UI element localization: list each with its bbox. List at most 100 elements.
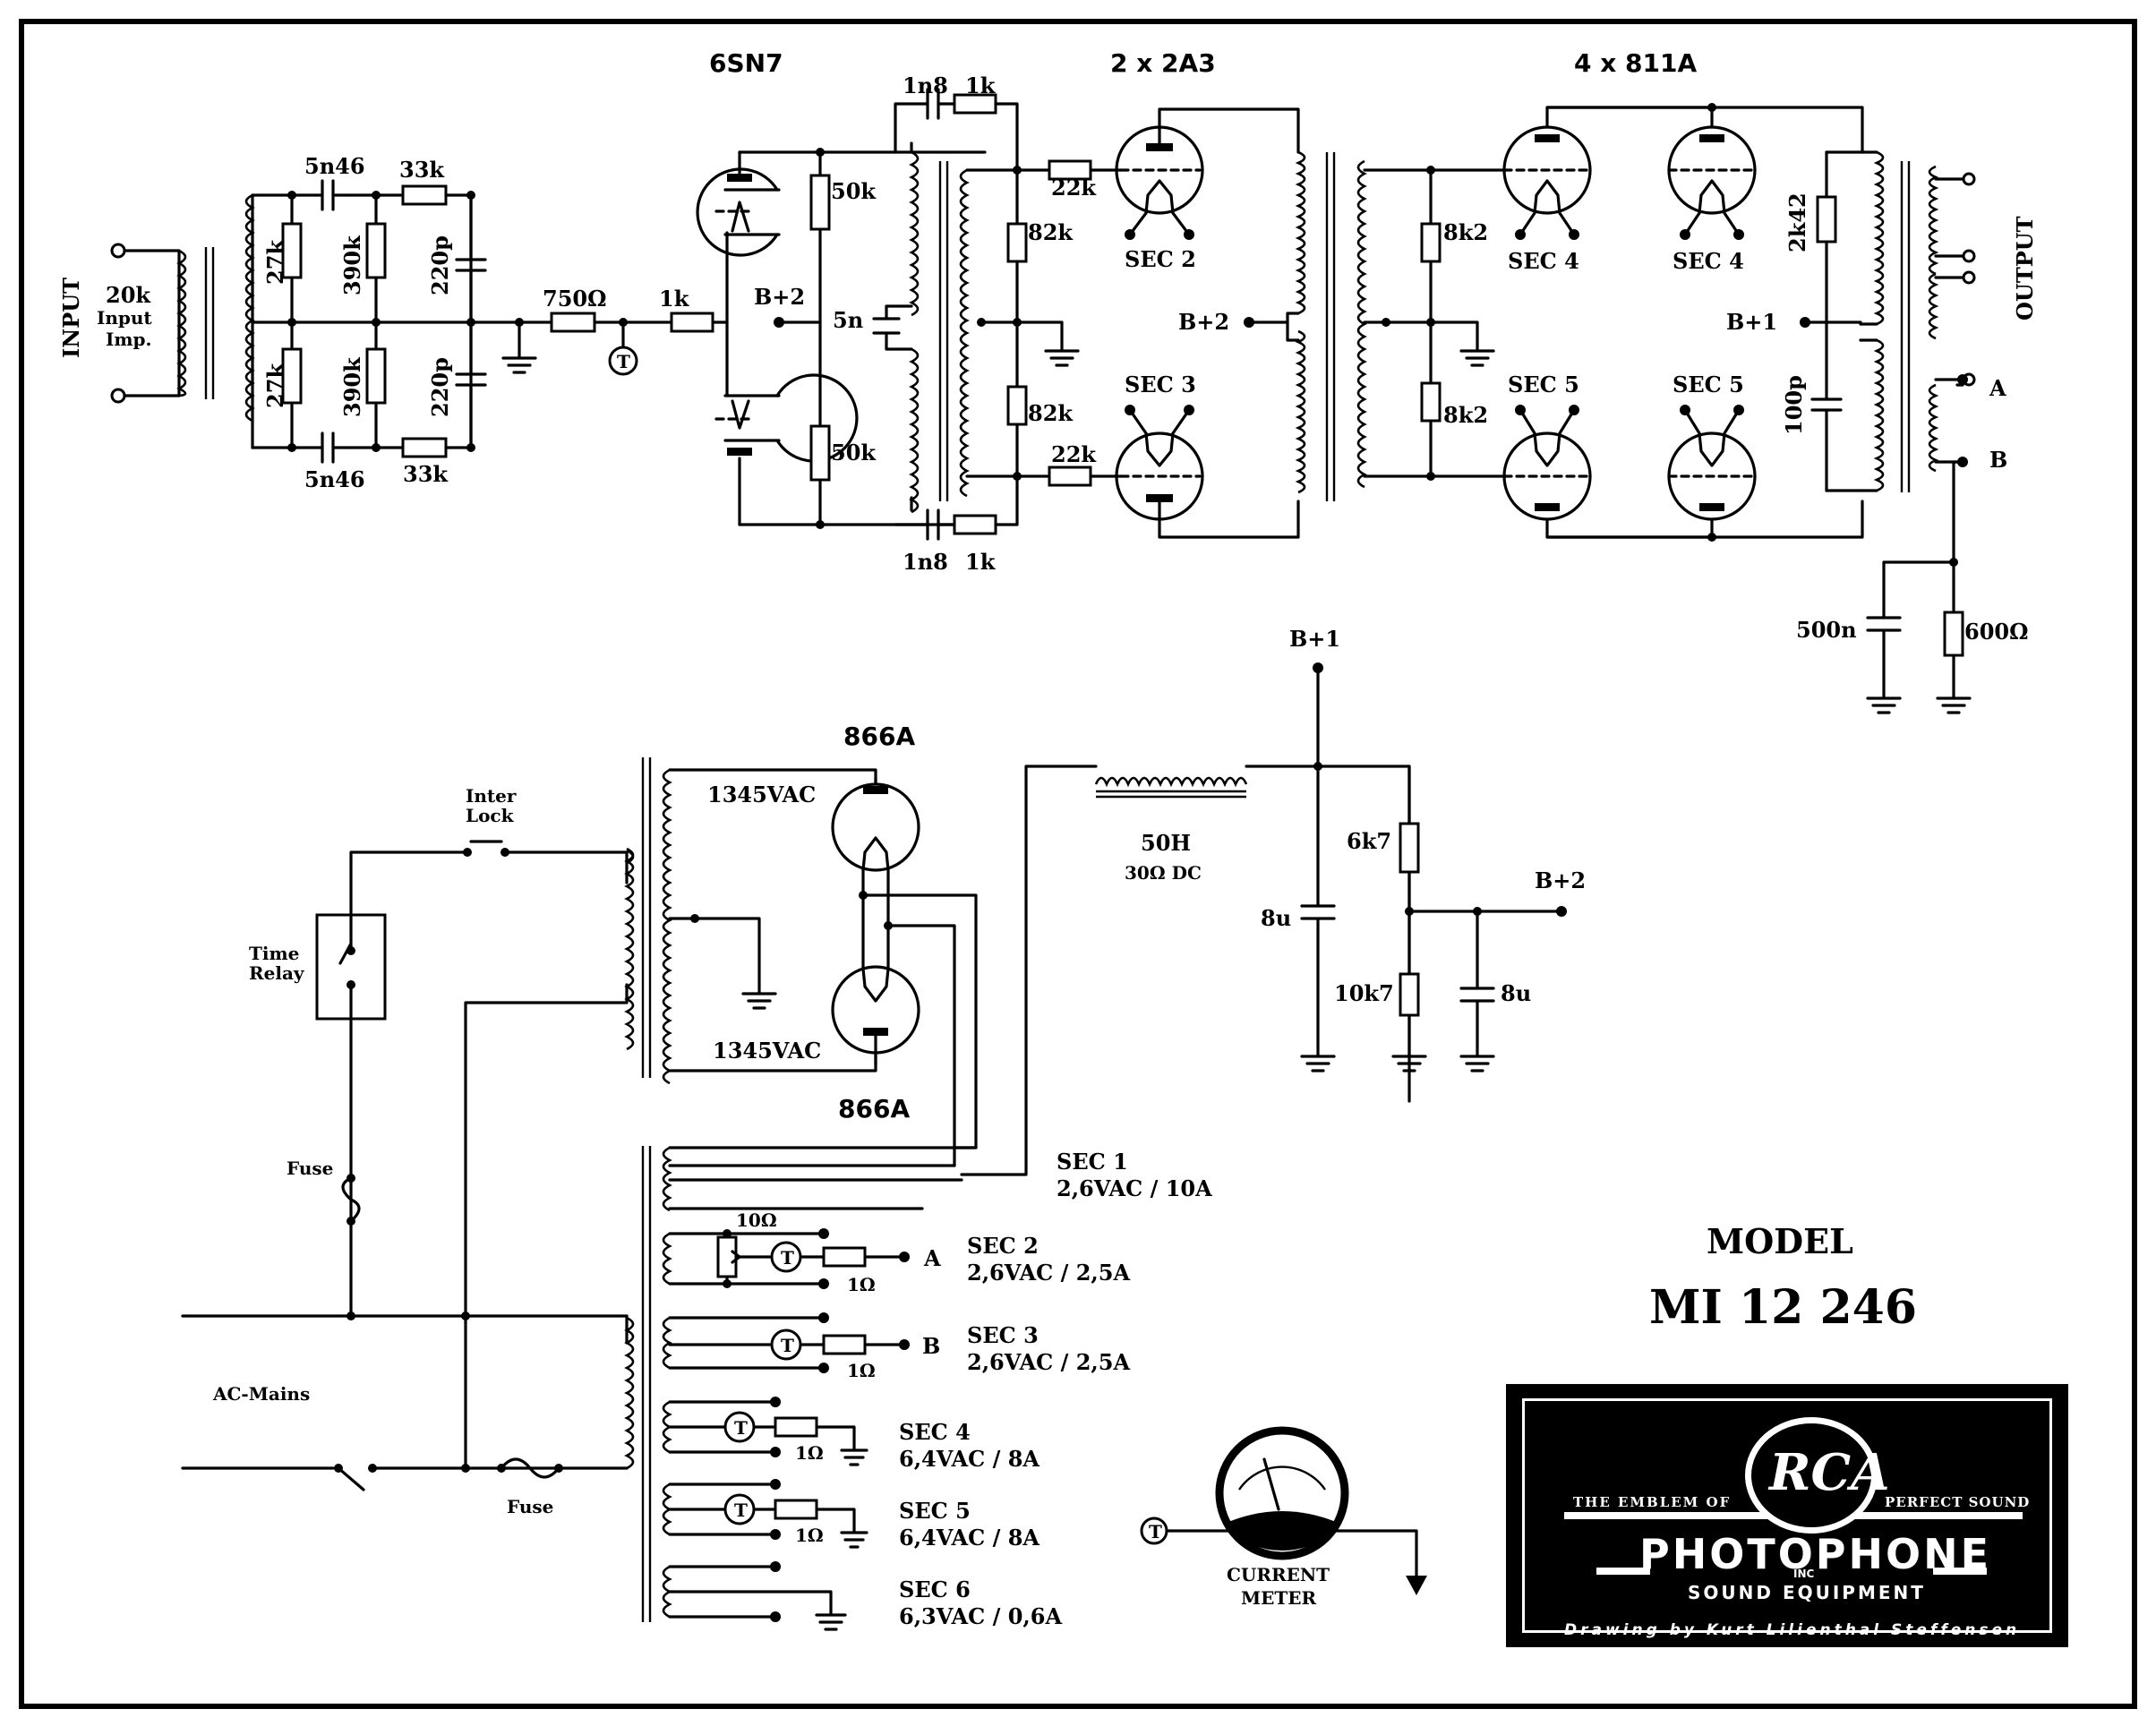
- schematic-label: SEC 2: [967, 1233, 1039, 1259]
- schematic-label: 6k7: [1347, 828, 1391, 854]
- output-tap-b: B: [1989, 447, 2007, 473]
- heading-2a3: 2 x 2A3: [1110, 48, 1216, 78]
- input-section: T: [110, 179, 729, 464]
- heading-811a: 4 x 811A: [1574, 48, 1697, 78]
- schematic-label: SEC 5: [899, 1498, 971, 1524]
- schematic-label: 5n46: [304, 466, 365, 492]
- logo-emblem-left: THE EMBLEM OF: [1573, 1494, 1732, 1510]
- schematic-label: 5n: [833, 307, 863, 333]
- rca-text: RCA: [1769, 1443, 1890, 1502]
- schematic-label: 1k: [965, 73, 997, 98]
- schematic-label: 2,6VAC / 10A: [1057, 1175, 1212, 1201]
- filament-windings: [662, 1146, 978, 1631]
- svg-text:T: T: [617, 351, 630, 372]
- schematic-label: 10k7: [1334, 980, 1394, 1006]
- schematic-label: 220p: [427, 357, 453, 417]
- schematic-labels: 6SN7 2 x 2A3 4 x 811A 866A 866A INPUT 20…: [58, 48, 2038, 1629]
- model-number: MI 12 246: [1649, 1280, 1917, 1335]
- schematic-label: 390k: [339, 356, 365, 417]
- schematic-label: 220p: [427, 235, 453, 295]
- drawing-border: [19, 19, 2137, 1709]
- schematic-label: Inter: [466, 785, 517, 807]
- output-label: OUTPUT: [2012, 216, 2038, 320]
- schematic-label: 1345VAC: [713, 1038, 821, 1064]
- bplus1-output: B+1: [1726, 309, 1777, 335]
- schematic-label: 6,4VAC / 8A: [899, 1446, 1040, 1472]
- schematic-label: 33k: [399, 157, 445, 183]
- input-label: INPUT: [58, 278, 84, 358]
- schematic-label: SEC 1: [1057, 1149, 1128, 1175]
- schematic-label: 1Ω: [795, 1442, 824, 1464]
- schematic-label: T: [734, 1500, 748, 1521]
- schematic-label: 8k2: [1443, 219, 1488, 245]
- schematic-label: 27k: [262, 239, 288, 285]
- schematic-label: 82k: [1028, 219, 1074, 245]
- current-meter: [1140, 1426, 1427, 1595]
- schematic-label: SEC 3: [967, 1322, 1039, 1348]
- schematic-label: 500n: [1796, 617, 1857, 643]
- schematic-label: CURRENT: [1227, 1564, 1330, 1585]
- schematic-label: SEC 6: [899, 1576, 971, 1602]
- bplus1-supply: B+1: [1289, 626, 1340, 652]
- schematic-label: 82k: [1028, 400, 1074, 426]
- schematic-label: B: [922, 1333, 940, 1359]
- schematic-label: 1Ω: [847, 1274, 876, 1295]
- logo-inc: INC: [1793, 1568, 1815, 1580]
- schematic-label: SEC 5: [1673, 372, 1744, 397]
- schematic-label: 1Ω: [795, 1525, 824, 1546]
- schematic-label: T: [781, 1335, 794, 1356]
- schematic-label: 50k: [831, 440, 877, 466]
- heading-6sn7: 6SN7: [709, 48, 783, 78]
- output-tap-a: A: [1989, 375, 2006, 401]
- schematic-label: METER: [1241, 1587, 1317, 1609]
- schematic-label: Relay: [249, 962, 305, 984]
- schematic-label: 2k42: [1784, 192, 1810, 252]
- bplus2-supply: B+2: [1535, 867, 1586, 893]
- schematic-label: SEC 4: [899, 1419, 971, 1445]
- schematic-label: SEC 5: [1508, 372, 1579, 397]
- schematic-label: Lock: [466, 805, 515, 826]
- heading-866a-top: 866A: [843, 722, 915, 751]
- schematic-label: 10Ω: [736, 1209, 777, 1231]
- schematic-label: T: [781, 1247, 794, 1269]
- rca-emblem: RCA: [1745, 1417, 1890, 1534]
- schematic-label: 1n8: [903, 549, 948, 575]
- schematic-label: 33k: [403, 461, 449, 487]
- schematic-label: 6,4VAC / 8A: [899, 1525, 1040, 1551]
- schematic-label: 600Ω: [1964, 619, 2028, 645]
- schematic-label: 2,6VAC / 2,5A: [967, 1260, 1130, 1286]
- schematic-label: 50H: [1141, 830, 1191, 856]
- schematic-label: SEC 4: [1508, 248, 1579, 274]
- schematic-label: 5n46: [304, 153, 365, 179]
- 6sn7-driver-stage: [696, 88, 1123, 541]
- schematic-label: 8k2: [1443, 402, 1488, 428]
- schematic-label: 22k: [1051, 441, 1097, 467]
- schematic-label: AC-Mains: [212, 1383, 310, 1405]
- input-imp-2: Input: [97, 307, 152, 329]
- schematic-label: 100p: [1781, 375, 1807, 435]
- schematic-label: 1n8: [903, 73, 948, 98]
- schematic-label: 390k: [339, 235, 365, 295]
- schematic-label: Fuse: [507, 1496, 553, 1517]
- schematic-label: 22k: [1051, 175, 1097, 201]
- input-transformer: [176, 193, 255, 423]
- schematic-label: 30Ω DC: [1125, 862, 1202, 884]
- schematic-label: Time: [249, 943, 299, 964]
- input-imp-3: Imp.: [106, 329, 151, 350]
- logo-subtitle: SOUND EQUIPMENT: [1688, 1582, 1926, 1603]
- 811a-output-stage: [1382, 103, 1976, 714]
- schematic-label: 1k: [659, 286, 690, 312]
- logo-brand: PHOTOPHONE: [1639, 1530, 1992, 1578]
- 2a3-stage: [1115, 107, 1506, 539]
- schematic-label: 8u: [1501, 980, 1531, 1006]
- logo-emblem-right: PERFECT SOUND: [1885, 1494, 2031, 1510]
- drawing-credit: Drawing by Kurt Lilienthal Steffensen: [1564, 1621, 2021, 1639]
- schematic-label: 2,6VAC / 2,5A: [967, 1349, 1130, 1375]
- schematic-label: 50k: [831, 178, 877, 204]
- schematic-label: SEC 4: [1673, 248, 1744, 274]
- rca-photophone-logo: RCA THE EMBLEM OF PERFECT SOUND PHOTOPHO…: [1506, 1384, 2068, 1647]
- schematic-label: Fuse: [287, 1158, 333, 1179]
- logo-frame: RCA THE EMBLEM OF PERFECT SOUND PHOTOPHO…: [1522, 1398, 2052, 1639]
- schematic-label: 27k: [262, 363, 288, 408]
